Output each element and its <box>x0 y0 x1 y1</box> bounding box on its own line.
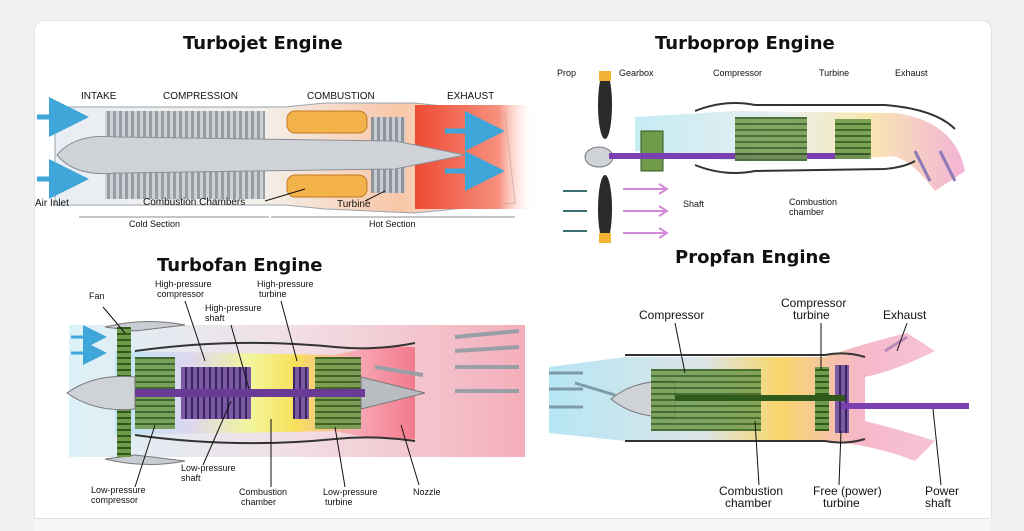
turboprop-combustion-label-2: chamber <box>789 207 824 217</box>
turbofan-hp-shaft-label-1: High-pressure <box>205 303 262 313</box>
turbofan-combustion-label-2: chamber <box>241 497 276 507</box>
turbojet-air-inlet-label: Air Inlet <box>35 198 69 209</box>
turbofan-lp-shaft-label-2: shaft <box>181 473 201 483</box>
turbofan-title: Turbofan Engine <box>157 255 323 276</box>
engine-diagram-sheet: Turbojet Engine INTAKE COMPRESSION COMBU… <box>35 33 969 510</box>
page-bottom-bar <box>34 518 990 531</box>
turboprop-air-arrows <box>563 190 587 232</box>
turbojet-hot-section-label: Hot Section <box>369 219 416 229</box>
propfan-panel: Propfan Engine Compressor Compressor tur… <box>549 247 969 510</box>
turbofan-hp-compressor-label-2: compressor <box>157 289 204 299</box>
turbofan-lp-compressor-label-1: Low-pressure <box>91 485 146 495</box>
turboprop-title: Turboprop Engine <box>655 33 835 54</box>
propfan-power-shaft-label-2: shaft <box>925 496 952 510</box>
turboprop-propeller-bottom <box>598 175 612 243</box>
propfan-compressor-label: Compressor <box>639 308 704 322</box>
turbojet-compression-label: COMPRESSION <box>163 91 238 102</box>
turbofan-nacelle-bottom <box>104 454 186 466</box>
turboprop-compressor-label: Compressor <box>713 68 762 78</box>
turbofan-hp-turbine-label-1: High-pressure <box>257 279 314 289</box>
turbofan-hp-shaft-label-2: shaft <box>205 313 225 323</box>
turbojet-exhaust-label: EXHAUST <box>447 91 494 102</box>
turboprop-turbine-stages <box>835 119 871 159</box>
turbojet-panel: Turbojet Engine INTAKE COMPRESSION COMBU… <box>35 33 535 229</box>
turboprop-exhaust-label: Exhaust <box>895 68 928 78</box>
turboprop-gearbox <box>640 130 664 172</box>
propfan-intake-arrows <box>549 371 616 409</box>
turboprop-compressor-stages <box>735 117 807 161</box>
turbofan-fan-label: Fan <box>89 291 105 301</box>
turboprop-spinner <box>584 146 614 168</box>
turboprop-turbine-label: Turbine <box>819 68 849 78</box>
propfan-casing <box>625 352 866 358</box>
turbojet-title: Turbojet Engine <box>183 33 343 54</box>
turbojet-combustion-chamber-bottom <box>286 174 368 198</box>
turbofan-panel: Turbofan Engine Fan High-pressure compre… <box>66 255 525 507</box>
turbofan-lp-turbine-label-2: turbine <box>325 497 353 507</box>
turbojet-intake-arrows <box>37 97 505 199</box>
turbofan-lp-shaft-label-1: Low-pressure <box>181 463 236 473</box>
turbojet-cold-section-label: Cold Section <box>129 219 180 229</box>
propfan-exhaust-arrows <box>884 335 908 353</box>
turbofan-combustion-label-1: Combustion <box>239 487 287 497</box>
turbofan-hp-compressor-label-1: High-pressure <box>155 279 212 289</box>
propfan-power-shaft-label-1: Power <box>925 484 959 498</box>
turbojet-combustion-chamber-top <box>286 110 368 134</box>
turbojet-turbine-label: Turbine <box>337 199 371 210</box>
turbofan-nozzle-label: Nozzle <box>413 487 441 497</box>
turbofan-lp-turbine-label-1: Low-pressure <box>323 487 378 497</box>
turboprop-propeller-top <box>598 71 612 139</box>
propfan-combustion-label-1: Combustion <box>719 484 783 498</box>
propfan-title: Propfan Engine <box>675 247 831 268</box>
turboprop-exhaust-arrows <box>913 150 957 182</box>
propfan-combustion-label-2: chamber <box>725 496 772 510</box>
turboprop-panel: Turboprop Engine Prop Gearbox Compressor… <box>557 33 965 243</box>
turboprop-shaft-label: Shaft <box>683 199 705 209</box>
image-card: Turbojet Engine INTAKE COMPRESSION COMBU… <box>34 20 992 527</box>
propfan-free-turbine-label-1: Free (power) <box>813 484 882 498</box>
propfan-exhaust-label: Exhaust <box>883 308 927 322</box>
turboprop-combustion-label-1: Combustion <box>789 197 837 207</box>
turbofan-shafts <box>135 389 365 397</box>
turboprop-casing <box>694 102 956 130</box>
turbojet-combustion-chambers-label: Combustion Chambers <box>143 197 245 208</box>
turboprop-gearbox-label: Gearbox <box>619 68 654 78</box>
propfan-free-turbine-label-2: turbine <box>823 496 860 510</box>
propfan-compressor-turbine-label-1: Compressor <box>781 296 846 310</box>
turbofan-exhaust-arrows <box>374 329 520 393</box>
turbojet-intake-label: INTAKE <box>81 91 117 102</box>
turbofan-lp-compressor-label-2: compressor <box>91 495 138 505</box>
turboprop-prop-label: Prop <box>557 68 576 78</box>
turbojet-combustion-label: COMBUSTION <box>307 91 375 102</box>
propfan-core-shaft <box>675 395 845 401</box>
turbofan-intake-arrows <box>71 325 107 365</box>
turboprop-thrust-arrows <box>623 183 669 239</box>
propfan-power-shaft <box>841 403 969 409</box>
propfan-compressor-turbine-label-2: turbine <box>793 308 830 322</box>
turbofan-hp-turbine-label-2: turbine <box>259 289 287 299</box>
